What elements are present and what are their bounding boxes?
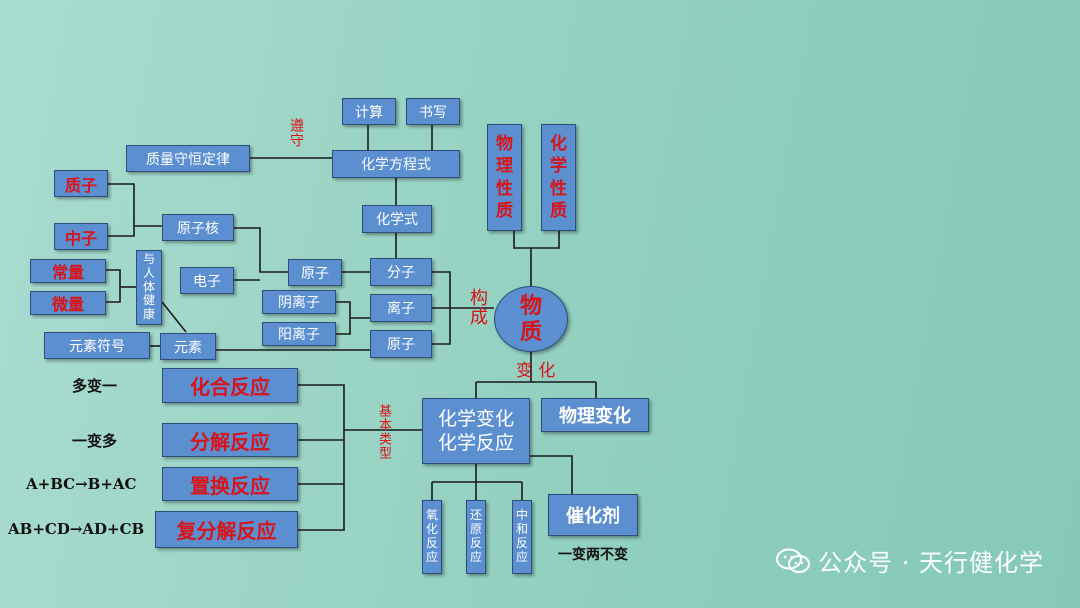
molecule-node: 分子 — [370, 258, 432, 286]
decomposition-reaction-node: 分解反应 — [162, 423, 298, 457]
double-decomposition-equation-label: AB+CD→AD+CB — [8, 520, 145, 538]
physical-change-node: 物理变化 — [541, 398, 649, 432]
double-decomposition-node: 复分解反应 — [155, 511, 298, 548]
oxidation-reaction-node: 氧化反应 — [422, 500, 442, 574]
chemical-change-line-2: 化学反应 — [437, 432, 514, 454]
cation-node: 阳离子 — [262, 322, 336, 346]
write-node: 书写 — [406, 98, 460, 125]
catalyst-node: 催化剂 — [548, 494, 638, 536]
matter-node: 物 质 — [494, 286, 568, 352]
neutron-node: 中子 — [54, 223, 108, 250]
chemical-change-node: 化学变化 化学反应 — [422, 398, 530, 464]
element-node: 元素 — [160, 333, 216, 360]
atom-right-node: 原子 — [370, 330, 432, 358]
catalyst-rule-label: 一变两不变 — [558, 547, 628, 563]
constant-node: 常量 — [30, 259, 106, 283]
matter-line-1: 物 — [519, 293, 542, 319]
matter-line-2: 质 — [519, 319, 542, 345]
physical-property-node: 物理性质 — [487, 124, 522, 231]
displacement-reaction-node: 置换反应 — [162, 467, 298, 501]
nucleus-node: 原子核 — [162, 214, 234, 241]
element-symbol-node: 元素符号 — [44, 332, 150, 359]
equation-node: 化学方程式 — [332, 150, 460, 178]
proton-node: 质子 — [54, 170, 108, 197]
neutralization-reaction-node: 中和反应 — [512, 500, 532, 574]
formula-node: 化学式 — [362, 205, 432, 233]
watermark-text: 公众号 · 天行健化学 — [818, 549, 1044, 577]
chemical-property-node: 化学性质 — [541, 124, 576, 231]
wechat-icon — [776, 548, 811, 573]
ion-node: 离子 — [370, 294, 432, 322]
atom-left-node: 原子 — [288, 259, 342, 286]
many-to-one-label: 多变一 — [72, 377, 118, 395]
watermark: 公众号 · 天行健化学 — [776, 543, 1044, 578]
trace-node: 微量 — [30, 291, 106, 315]
calc-node: 计算 — [342, 98, 396, 125]
reduction-reaction-node: 还原反应 — [466, 500, 486, 574]
electron-node: 电子 — [180, 267, 234, 294]
change-label: 变 化 — [516, 361, 556, 381]
basic-types-label: 基本类型 — [376, 404, 391, 460]
displacement-equation-label: A+BC→B+AC — [26, 475, 137, 493]
compose-label: 构成 — [467, 288, 488, 326]
one-to-many-label: 一变多 — [72, 432, 118, 450]
health-node: 与人体健康 — [136, 250, 162, 325]
anion-node: 阴离子 — [262, 290, 336, 314]
chemical-change-line-1: 化学变化 — [437, 408, 514, 430]
mass-law-node: 质量守恒定律 — [126, 145, 250, 172]
combination-reaction-node: 化合反应 — [162, 368, 298, 403]
obey-label: 遵守 — [288, 118, 304, 148]
